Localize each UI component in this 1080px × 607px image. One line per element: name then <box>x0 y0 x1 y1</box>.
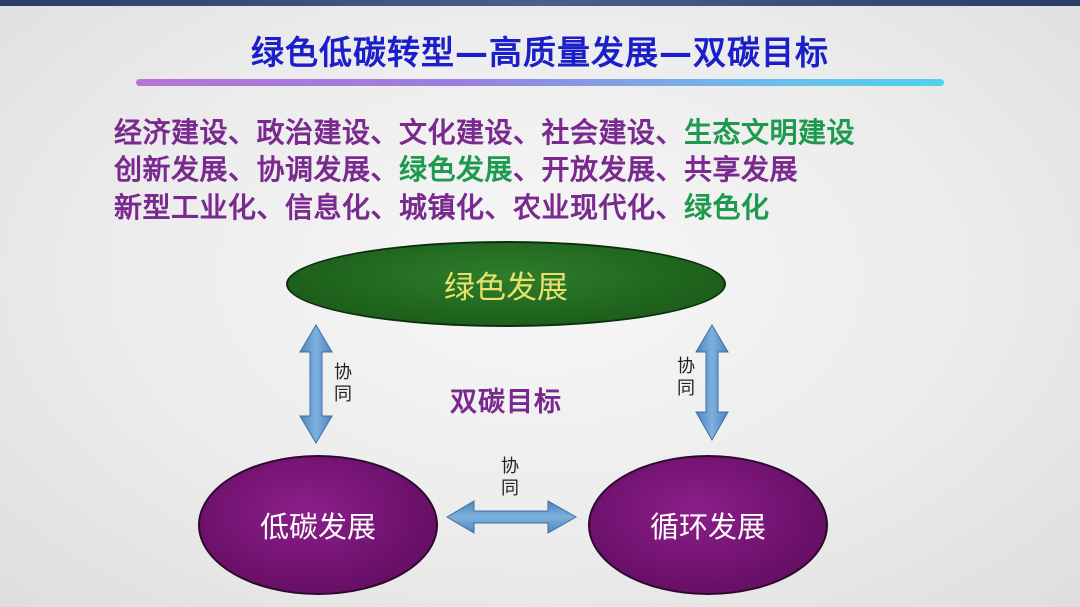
text-line-1: 经济建设、政治建设、文化建设、社会建设、生态文明建设 <box>114 111 855 151</box>
title-underline <box>136 79 944 86</box>
slide-title: 绿色低碳转型—高质量发展—双碳目标 <box>251 33 829 72</box>
text-line-2: 创新发展、协调发展、绿色发展、开放发展、共享发展 <box>114 148 798 188</box>
node-green-label: 绿色发展 <box>444 269 568 306</box>
line-3-purple: 新型工业化、信息化、城镇化、农业现代化、 <box>114 191 685 224</box>
node-circular-development: 循环发展 <box>588 455 828 595</box>
line-2-tail: 、开放发展、共享发展 <box>513 153 799 186</box>
right-edge-char-1: 协 <box>677 356 695 377</box>
bottom-edge-char-2: 同 <box>501 478 519 499</box>
right-edge-label: 协同 <box>676 356 696 400</box>
left-edge-char-2: 同 <box>334 384 352 405</box>
left-edge-label: 协同 <box>333 362 353 406</box>
node-right-label: 循环发展 <box>649 510 766 544</box>
line-1-green: 生态文明建设 <box>684 116 856 149</box>
top-bar <box>0 0 1080 6</box>
right-vertical-double-arrow <box>695 324 729 442</box>
node-green-development: 绿色发展 <box>286 241 726 327</box>
line-3-green: 绿色化 <box>684 191 770 224</box>
line-2-green: 绿色发展 <box>399 153 514 186</box>
bottom-edge-label: 协同 <box>500 456 520 500</box>
line-1-purple: 经济建设、政治建设、文化建设、社会建设、 <box>114 116 685 149</box>
left-vertical-double-arrow <box>299 324 333 444</box>
text-line-3: 新型工业化、信息化、城镇化、农业现代化、绿色化 <box>114 186 770 226</box>
bottom-horizontal-double-arrow <box>446 500 578 534</box>
right-edge-char-2: 同 <box>677 378 695 399</box>
line-2-purple: 创新发展、协调发展、 <box>114 153 400 186</box>
node-left-label: 低碳发展 <box>259 510 376 544</box>
bottom-edge-char-1: 协 <box>501 456 519 477</box>
node-low-carbon-development: 低碳发展 <box>198 455 438 595</box>
center-label: 双碳目标 <box>450 387 562 418</box>
left-edge-char-1: 协 <box>334 362 352 383</box>
